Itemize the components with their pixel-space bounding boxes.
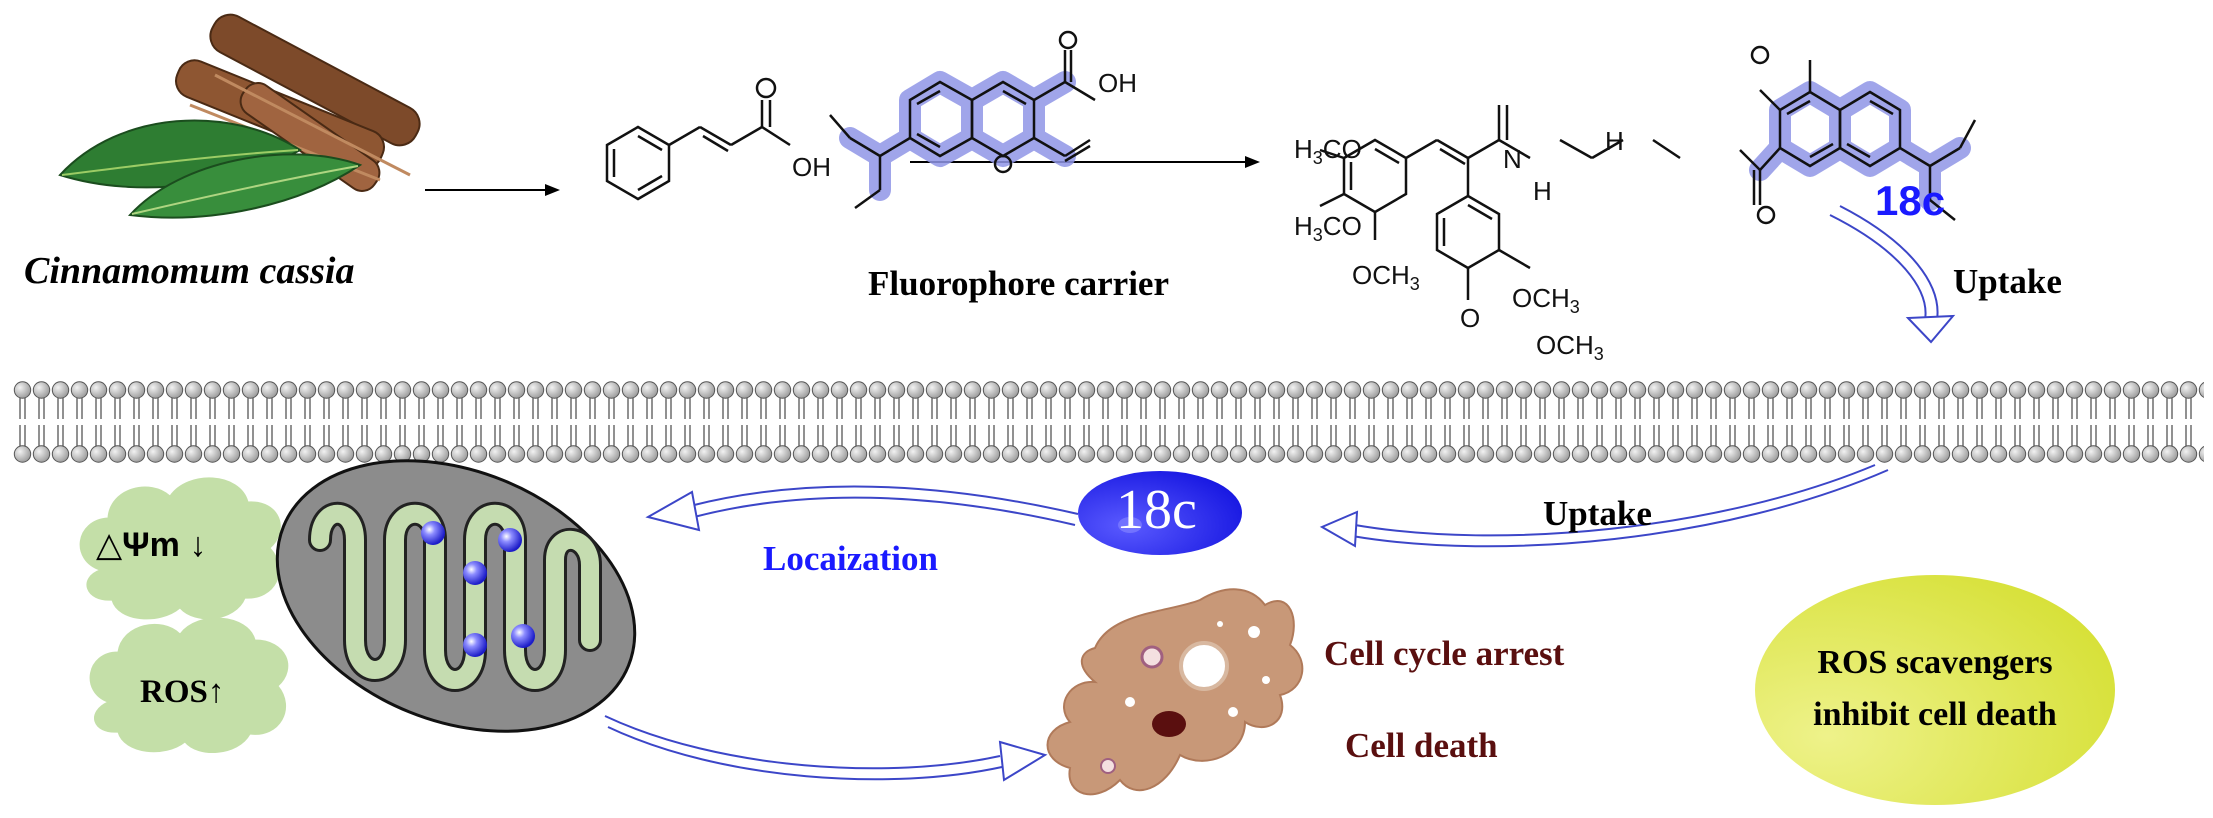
scavenger-line-1: ROS scavengers <box>1817 644 2053 681</box>
uptake-arrow-mid <box>1319 464 1889 548</box>
cell-icon <box>1046 588 1304 796</box>
compound-badge <box>1078 471 1242 555</box>
reaction-arrow-2 <box>910 156 1260 168</box>
och3-left-label: OCH3 <box>1352 260 1420 295</box>
localization-arrow <box>645 485 1079 532</box>
och3-right-label: OCH3 <box>1512 283 1580 318</box>
fluorophore-structure <box>829 30 1096 210</box>
death-arrow <box>604 715 1048 782</box>
cell-cycle-arrest-label: Cell cycle arrest <box>1324 634 1565 673</box>
scavenger-ellipse <box>1755 575 2115 805</box>
cinnamon-illustration <box>58 13 421 219</box>
mitochondrion-icon <box>275 459 637 733</box>
nh-a-label: H <box>1605 126 1624 156</box>
cooh-oh-group: OH <box>1098 68 1138 98</box>
scavenger-line-2: inhibit cell death <box>1813 696 2057 733</box>
carrier-label: Fluorophore carrier <box>868 264 1169 303</box>
uptake-arrow-top <box>1829 205 1956 344</box>
och3-bottom-label: OCH3 <box>1536 330 1604 365</box>
ros-up-label: ROS↑ <box>140 674 225 710</box>
h3co-mid-label: H3CO <box>1294 211 1362 246</box>
oh-group: OH <box>792 152 832 182</box>
cell-membrane <box>13 381 2204 463</box>
uptake-mid-label: Uptake <box>1543 494 1652 533</box>
cell-death-label: Cell death <box>1345 726 1498 765</box>
compound-id-label: 18c <box>1875 177 1946 224</box>
reaction-arrow-1 <box>425 184 560 196</box>
ros-cloud <box>89 617 289 753</box>
membrane-potential-label: △Ψm ↓ <box>96 526 207 564</box>
uptake-top-label: Uptake <box>1953 262 2062 301</box>
n-atom-a: N <box>1503 144 1522 174</box>
membrane-potential-cloud <box>79 477 281 620</box>
source-plant-label: Cinnamomum cassia <box>24 250 355 292</box>
compound-18c-structure <box>1319 45 1977 300</box>
blue-sphere-icon <box>421 521 535 657</box>
h3co-top-label: H3CO <box>1294 134 1362 169</box>
nh-b-label: H <box>1533 176 1552 206</box>
leaf-icon <box>58 119 363 219</box>
cinnamic-acid-structure <box>605 77 791 201</box>
badge-label: 18c <box>1116 479 1197 541</box>
localization-label: Locaization <box>763 539 938 578</box>
o-atom-label: O <box>1460 303 1481 333</box>
